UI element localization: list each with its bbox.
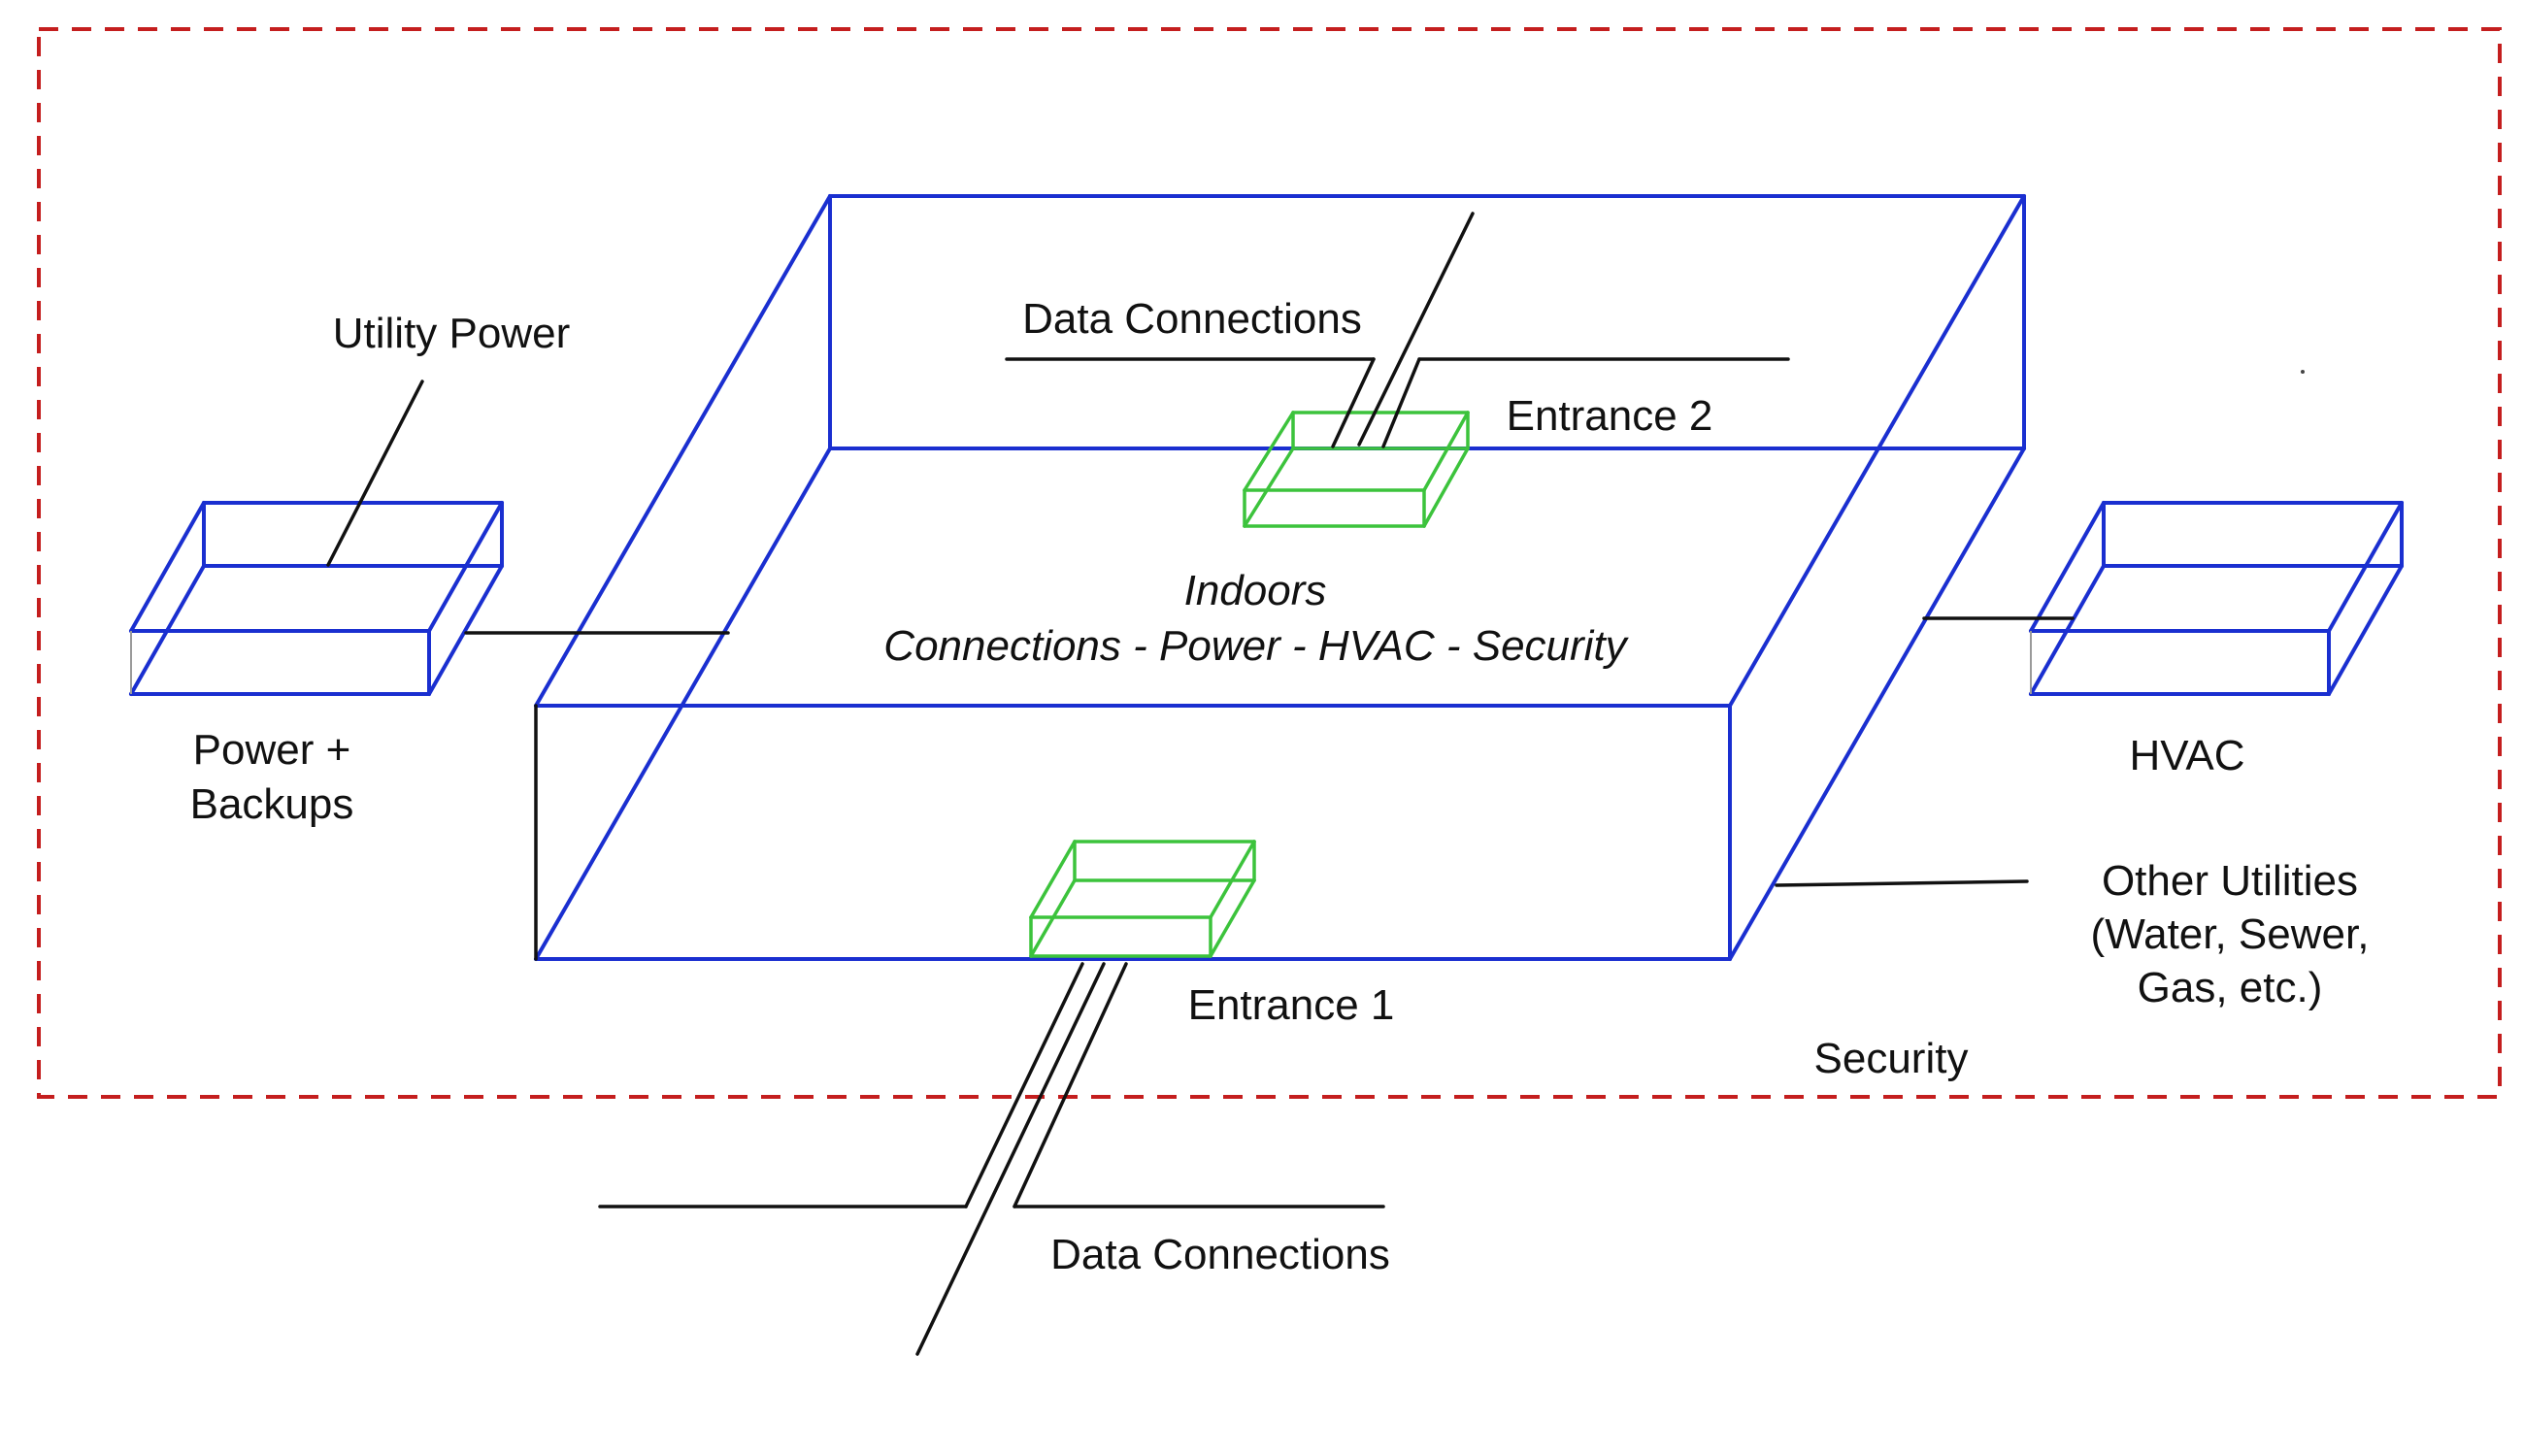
hvac-box bbox=[2029, 501, 2404, 696]
security-perimeter bbox=[37, 27, 2502, 1099]
data-wire-entrance-2-b bbox=[1381, 357, 1421, 448]
data-wire-entrance-2-c bbox=[1357, 212, 1475, 447]
other-utilities-line1: Other Utilities bbox=[2102, 857, 2358, 905]
data-wire-entrance-2-a bbox=[1331, 357, 1376, 448]
other-utilities-wire bbox=[1775, 879, 2029, 887]
entrance-2-label: Entrance 2 bbox=[1507, 392, 1713, 440]
data-wire-entrance-1-a bbox=[964, 962, 1084, 1208]
hvac-label: HVAC bbox=[2130, 732, 2245, 779]
utility-power-label: Utility Power bbox=[333, 310, 571, 357]
other-utilities-line2: (Water, Sewer, bbox=[2091, 910, 2370, 958]
other-utilities-line3: Gas, etc.) bbox=[2138, 964, 2323, 1011]
data-connections-bottom-label: Data Connections bbox=[1050, 1231, 1390, 1278]
power-backups-label-line1: Power + bbox=[193, 726, 351, 774]
security-label: Security bbox=[1814, 1035, 1969, 1082]
data-wire-entrance-1-b bbox=[1013, 962, 1128, 1208]
utility-power-wire bbox=[326, 380, 424, 567]
data-connections-top-label: Data Connections bbox=[1022, 295, 1362, 343]
power-backups-box bbox=[129, 501, 504, 696]
entrance-1-box bbox=[1029, 840, 1256, 958]
power-backups-label-line2: Backups bbox=[190, 780, 354, 828]
entrance-1-label: Entrance 1 bbox=[1188, 981, 1395, 1029]
data-wire-entrance-1-c bbox=[915, 962, 1106, 1356]
indoors-title: Indoors bbox=[1184, 567, 1327, 614]
entrance-2-box bbox=[1243, 411, 1470, 528]
stray-dot bbox=[2301, 370, 2305, 374]
indoors-subtitle: Connections - Power - HVAC - Security bbox=[883, 622, 1629, 670]
